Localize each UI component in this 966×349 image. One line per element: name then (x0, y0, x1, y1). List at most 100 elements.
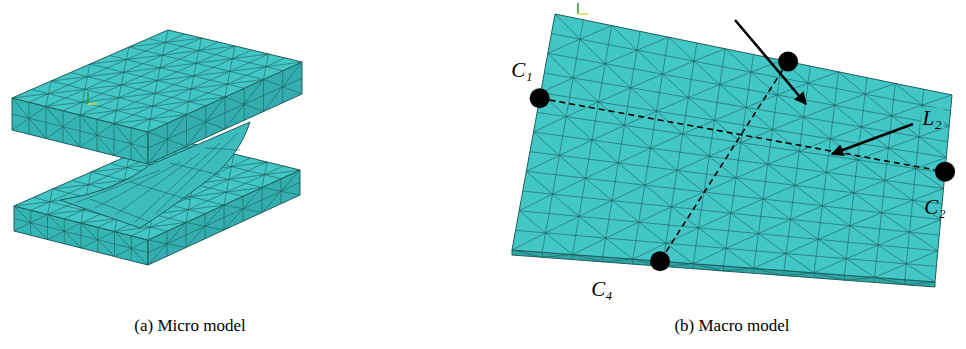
mesh-line (846, 259, 874, 278)
mesh-line (165, 38, 201, 43)
mesh-line (158, 76, 194, 81)
mesh-line (559, 155, 585, 178)
mesh-line (844, 275, 845, 280)
mesh-line (573, 64, 605, 78)
mesh-line (895, 83, 922, 105)
mesh-line (892, 105, 922, 116)
mesh-line (791, 206, 823, 220)
mesh-line (160, 55, 163, 68)
mesh-line (264, 80, 283, 87)
mesh-line (148, 132, 167, 139)
dashed-line (540, 98, 945, 171)
mesh-line (116, 98, 118, 111)
mesh-line (731, 199, 763, 213)
top-face (12, 30, 302, 132)
mesh-line (12, 94, 48, 98)
curve-label: C₁ (511, 60, 532, 81)
mesh-line (826, 160, 857, 172)
mesh-line (264, 170, 300, 175)
mesh-line (612, 185, 645, 200)
mesh-line (822, 193, 853, 206)
mesh-line (720, 72, 751, 84)
mesh-line (29, 34, 185, 102)
subfigure-caption: (b) Macro model (674, 316, 789, 336)
mesh-line (688, 85, 719, 98)
mesh-line (114, 54, 269, 124)
mesh-line (657, 98, 689, 112)
mesh-line (148, 139, 167, 164)
mesh-line (206, 122, 225, 129)
mesh-line (155, 89, 191, 94)
mesh-line (651, 134, 683, 148)
mesh-line (579, 216, 606, 238)
mesh-line (199, 46, 235, 51)
mesh-line (224, 192, 226, 205)
mesh-line (262, 175, 264, 188)
mesh-line (704, 178, 736, 192)
mesh-line (148, 119, 150, 132)
mesh-line (85, 85, 121, 89)
mesh-line (580, 39, 605, 64)
mesh-line (264, 87, 283, 112)
mesh-line (115, 248, 132, 256)
mesh-line (194, 63, 197, 76)
mesh-line (281, 191, 300, 195)
mesh-line (878, 245, 906, 264)
mesh-line (124, 68, 160, 72)
mesh-line (663, 61, 694, 74)
mesh-line (839, 72, 865, 94)
mesh-line (906, 264, 935, 282)
mesh-line (753, 268, 754, 273)
mesh-line (542, 252, 543, 257)
mesh-line (814, 273, 815, 278)
mesh-line (50, 189, 53, 202)
mesh-line (225, 97, 244, 104)
subfigure-caption: (a) Micro model (134, 316, 245, 336)
mesh-line (114, 111, 116, 124)
mesh-line (225, 84, 227, 97)
mesh-line (130, 182, 190, 200)
mesh-line (784, 273, 814, 276)
mesh-line (526, 171, 552, 194)
mesh-line (232, 46, 235, 59)
mesh-line (519, 211, 545, 233)
mesh-line (683, 134, 709, 156)
mesh-line (205, 226, 224, 230)
line-label: L₂ (921, 108, 944, 129)
mesh-line (814, 259, 846, 273)
mesh-line (726, 248, 754, 268)
mesh-line (645, 170, 677, 185)
mesh-line (624, 125, 650, 148)
mesh-line (795, 172, 826, 185)
corner-dot (650, 251, 670, 271)
mesh-line (694, 49, 725, 61)
mesh-line (97, 135, 114, 155)
macro-model (512, 3, 955, 287)
mesh-line (846, 245, 878, 259)
mesh-line (555, 14, 580, 39)
mesh-line (537, 112, 945, 173)
mesh-line (530, 152, 942, 204)
mesh-line (592, 140, 618, 163)
mesh-line (677, 170, 704, 192)
mesh-line (709, 156, 736, 178)
mesh-line (548, 53, 949, 126)
mesh-line (46, 102, 82, 106)
mesh-line (199, 38, 202, 51)
mesh-line (81, 210, 83, 223)
mesh-line (763, 185, 795, 199)
mesh-line (637, 50, 663, 74)
mesh-line (688, 98, 714, 121)
mesh-line (548, 53, 573, 78)
mesh-line (723, 266, 724, 271)
mesh-line (751, 72, 777, 95)
mesh-line (572, 238, 605, 255)
mesh-line (153, 93, 155, 106)
mesh-line (131, 144, 148, 164)
mesh-line (804, 117, 831, 139)
mesh-line (715, 107, 746, 120)
mesh-line (126, 47, 129, 60)
mesh-line (224, 205, 243, 209)
mesh-line (226, 179, 228, 192)
mesh-line (835, 105, 862, 127)
